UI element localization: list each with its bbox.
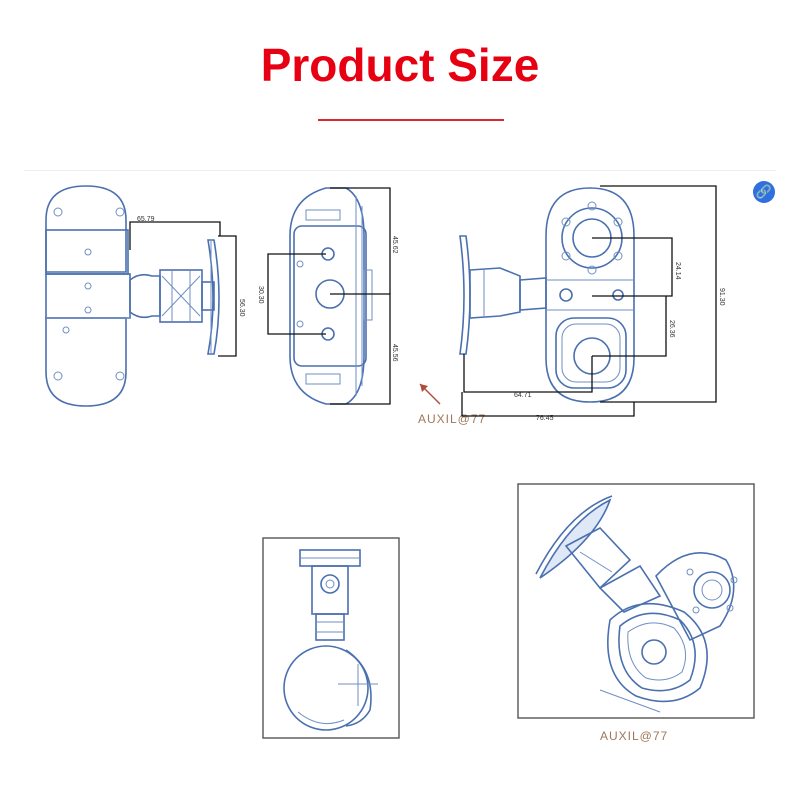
dim-back-upper: 24.14 xyxy=(674,262,681,280)
dim-front-upper: 45.62 xyxy=(391,236,398,254)
watermark-top: AUXIL@77 xyxy=(418,412,486,426)
dim-side-height: 56.30 xyxy=(238,299,245,317)
back-view: 24.14 26.36 91.30 64.71 76.45 xyxy=(459,185,725,422)
dim-back-width-b: 76.45 xyxy=(536,415,554,422)
title-underline xyxy=(318,119,504,121)
watermark-bottom: AUXIL@77 xyxy=(600,729,668,743)
link-icon[interactable]: 🔗 xyxy=(753,181,775,203)
dim-back-width-a: 64.71 xyxy=(514,392,532,399)
top-divider xyxy=(24,170,776,171)
dim-front-hole-spacing: 30.30 xyxy=(257,286,264,304)
dim-front-lower: 45.56 xyxy=(391,344,398,362)
watermark-arrow xyxy=(419,383,441,405)
side-view: 65.79 56.30 xyxy=(45,185,245,407)
dim-back-lower: 26.36 xyxy=(668,320,675,338)
front-view: 45.62 45.56 30.30 xyxy=(257,187,398,405)
bottom-view-frame xyxy=(262,537,400,739)
dim-back-total: 91.30 xyxy=(718,288,725,306)
dim-side-width: 65.79 xyxy=(137,216,155,223)
page-title: Product Size xyxy=(260,39,540,91)
isometric-view-frame xyxy=(517,483,755,719)
